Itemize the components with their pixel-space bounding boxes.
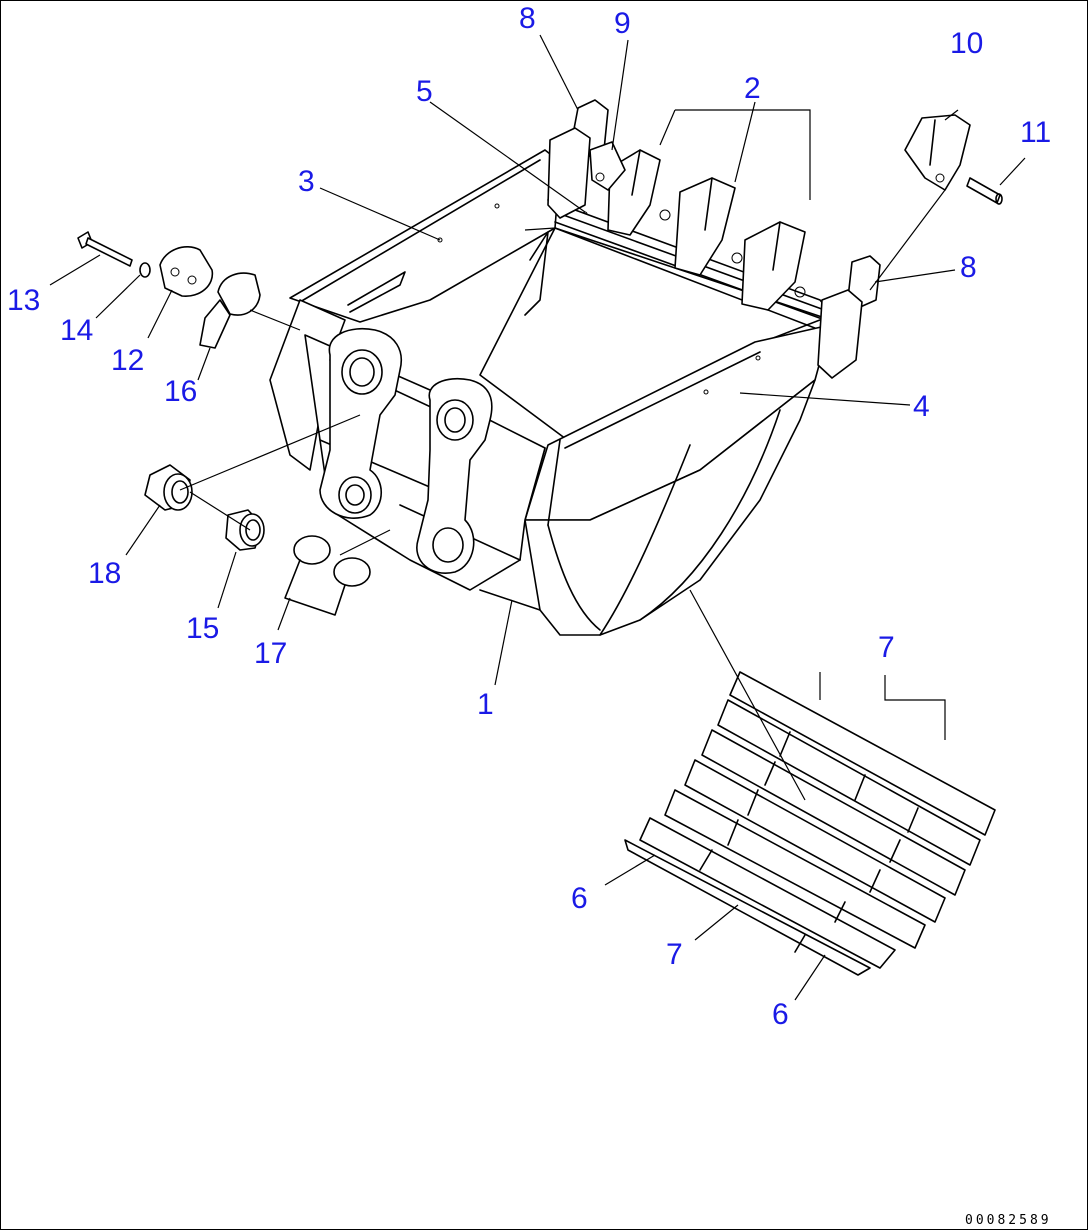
washer-part-14 xyxy=(139,262,151,278)
bucket-body xyxy=(269,149,831,636)
bolt-part-13 xyxy=(77,231,133,267)
callout-6-bottom: 6 xyxy=(772,998,789,1031)
callout-8-left: 8 xyxy=(519,2,536,35)
tooth-part-10 xyxy=(904,114,971,191)
callout-labels: 8 9 2 5 3 10 11 8 4 13 14 12 16 18 15 17… xyxy=(7,2,1051,1031)
callout-7-top: 7 xyxy=(878,631,895,664)
callout-13: 13 xyxy=(7,284,40,317)
callout-5: 5 xyxy=(416,75,433,108)
callout-14: 14 xyxy=(60,314,93,347)
bushing-part-15 xyxy=(225,509,265,551)
callout-9: 9 xyxy=(614,7,631,40)
plate-part-12 xyxy=(159,246,214,297)
tooth xyxy=(731,221,806,311)
drawing-code: 00082589 xyxy=(965,1213,1052,1228)
callout-15: 15 xyxy=(186,612,219,645)
callout-8-right: 8 xyxy=(960,251,977,284)
leader-lines xyxy=(49,34,1026,1001)
callout-2: 2 xyxy=(744,72,761,105)
tooth xyxy=(659,177,736,276)
wear-plates xyxy=(624,671,996,976)
pin-part-11 xyxy=(966,177,1003,205)
callout-6-left: 6 xyxy=(571,882,588,915)
callout-3: 3 xyxy=(298,165,315,198)
shim-part-16 xyxy=(199,272,261,349)
callout-17: 17 xyxy=(254,637,287,670)
callout-10: 10 xyxy=(950,27,983,60)
corner-tooth-right xyxy=(817,255,881,379)
teeth-row xyxy=(547,99,881,379)
callout-1: 1 xyxy=(477,688,494,721)
callout-18: 18 xyxy=(88,557,121,590)
shims-part-17 xyxy=(284,535,371,616)
callout-12: 12 xyxy=(111,344,144,377)
callout-11: 11 xyxy=(1020,116,1051,149)
bushing-part-18 xyxy=(144,464,193,511)
callout-16: 16 xyxy=(164,375,197,408)
corner-tooth-left xyxy=(547,99,626,219)
callout-4: 4 xyxy=(913,390,930,423)
callout-7-bottom: 7 xyxy=(666,938,683,971)
